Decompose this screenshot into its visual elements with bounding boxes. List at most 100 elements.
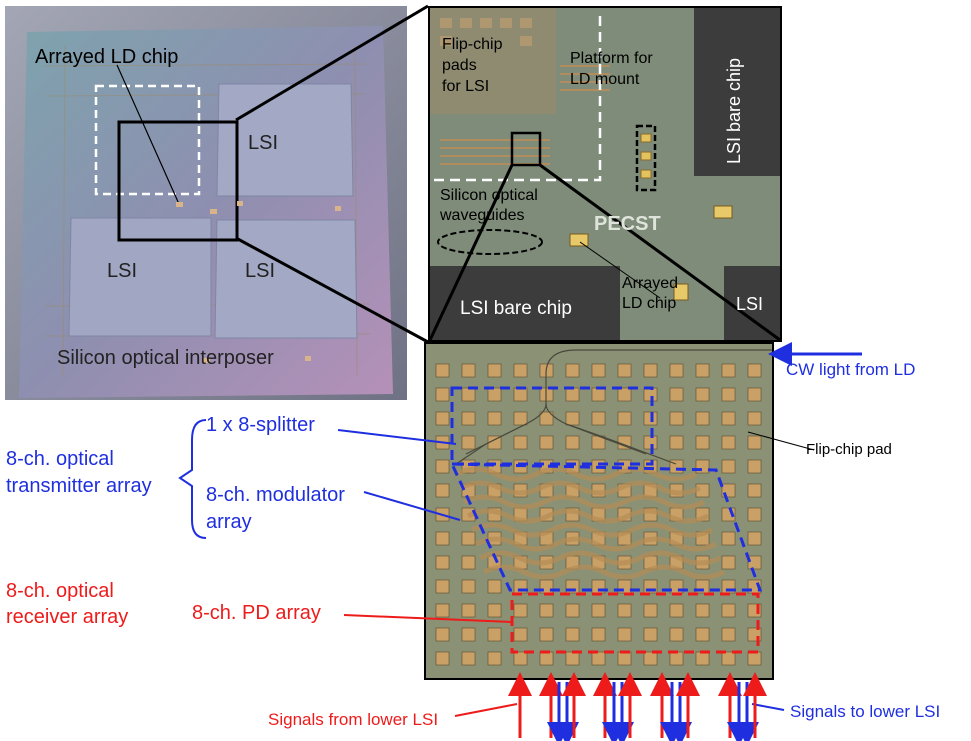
- pd-array-leader: [343, 614, 513, 623]
- flip-chip-pad: [565, 627, 580, 642]
- flip-chip-pad: [539, 603, 554, 618]
- flip-chip-pad: [721, 531, 736, 546]
- label-flip-chip-pads: Flip-chip pads for LSI: [442, 36, 503, 95]
- flip-chip-pad: [539, 627, 554, 642]
- modulator-bands: [454, 466, 726, 580]
- splitter-tree: [455, 349, 772, 465]
- flip-chip-pad: [643, 363, 658, 378]
- flip-chip-pad: [695, 603, 710, 618]
- transmitter-brace: [178, 419, 207, 539]
- white-dashed-boundary: [434, 10, 602, 182]
- flip-chip-pad-leader: [747, 431, 815, 451]
- flip-chip-pad: [513, 363, 528, 378]
- flip-chip-pad: [643, 603, 658, 618]
- arrayed-ld-chip-3: [673, 283, 689, 301]
- flip-chip-pad: [591, 651, 606, 666]
- flip-chip-pad: [669, 627, 684, 642]
- zoom-box-photo: [117, 120, 239, 242]
- flip-chip-pad: [591, 411, 606, 426]
- detail-panel-drawing: [426, 344, 772, 678]
- flip-chip-pad: [513, 435, 528, 450]
- modulator-dashed-region: [449, 462, 763, 592]
- flip-chip-pad: [695, 363, 710, 378]
- flip-chip-pad: [461, 435, 476, 450]
- label-lsi-bare-chip-bottom: LSI bare chip: [460, 298, 572, 319]
- label-signals-to: Signals to lower LSI: [790, 702, 941, 721]
- arrayed-ld-chip-1: [569, 233, 589, 247]
- label-silicon-optical-interposer: Silicon optical interposer: [57, 347, 274, 369]
- signals-to-leader: [751, 703, 785, 711]
- flip-chip-pad: [461, 531, 476, 546]
- flip-chip-pad: [513, 651, 528, 666]
- modulator-arm: [458, 480, 702, 496]
- white-dashed-region: [94, 84, 201, 196]
- flip-chip-pad: [747, 363, 762, 378]
- label-cw-light: CW light from LD: [786, 360, 916, 379]
- flip-chip-pad: [721, 435, 736, 450]
- label-signals-from: Signals from lower LSI: [268, 710, 439, 729]
- flip-chip-pad: [461, 627, 476, 642]
- pd-array-dashed-box: [510, 592, 760, 654]
- flip-chip-pad: [487, 651, 502, 666]
- flip-chip-pad: [695, 411, 710, 426]
- flip-chip-pad: [435, 483, 450, 498]
- flip-chip-pad: [565, 411, 580, 426]
- flip-chip-pad: [617, 627, 632, 642]
- label-lsi-bottom-right: LSI: [245, 260, 276, 282]
- zoom-connector-bottom: [235, 236, 429, 344]
- flip-chip-pad: [617, 387, 632, 402]
- zoom-panel-drawing: PECST: [430, 8, 780, 340]
- flip-chip-pad: [435, 531, 450, 546]
- flip-chip-pad: [747, 435, 762, 450]
- flip-chip-pad: [747, 555, 762, 570]
- flip-chip-pad: [747, 507, 762, 522]
- zoom-connector-top: [235, 4, 429, 122]
- splitter-dashed-box: [450, 386, 654, 466]
- flip-chip-pad: [487, 411, 502, 426]
- flip-chip-pad: [747, 387, 762, 402]
- flip-chip-pad: [513, 603, 528, 618]
- flip-chip-pad: [435, 627, 450, 642]
- zoom-panel: PECST Flip-chip pads for LSI Platform fo…: [428, 6, 782, 342]
- flip-chip-pad: [461, 579, 476, 594]
- label-lsi-bottom-left: LSI: [107, 260, 138, 282]
- label-pd-array: 8-ch. PD array: [192, 602, 321, 624]
- flip-chip-pad: [669, 603, 684, 618]
- label-modulator: 8-ch. modulator array: [206, 484, 345, 533]
- flip-chip-pad: [539, 435, 554, 450]
- label-splitter: 1 x 8-splitter: [206, 414, 315, 436]
- flip-chip-pad: [721, 363, 736, 378]
- flip-chip-pad: [487, 627, 502, 642]
- modulator-arm: [470, 522, 714, 538]
- flip-chip-pad: [539, 411, 554, 426]
- flip-chip-pad: [721, 603, 736, 618]
- flip-chip-pad: [669, 411, 684, 426]
- label-lsi-top-right: LSI: [248, 132, 279, 154]
- flip-chip-pad: [617, 411, 632, 426]
- modulator-arm: [478, 550, 722, 566]
- label-silicon-optical-waveguides: Silicon optical waveguides: [440, 187, 538, 224]
- lsi-chip-bottom-left: [68, 217, 212, 337]
- ld-mount-platform-box: [635, 124, 657, 192]
- signals-from-leader: [454, 703, 518, 717]
- arrayed-ld-chip-2: [713, 205, 733, 219]
- flip-chip-pad: [617, 603, 632, 618]
- pecst-logo: PECST: [594, 213, 661, 235]
- label-tx-array: 8-ch. optical transmitter array: [6, 448, 152, 497]
- label-platform-ld-mount: Platform for LD mount: [570, 50, 653, 88]
- interposer-photo-drawing: [5, 6, 407, 400]
- flip-chip-pad: [487, 387, 502, 402]
- flip-chip-pad: [461, 411, 476, 426]
- lsi-chip-bottom-right: [214, 219, 358, 339]
- flip-chip-pad: [435, 363, 450, 378]
- modulator-leader: [363, 491, 461, 521]
- flip-chip-pad: [487, 363, 502, 378]
- detail-connector-left: [430, 164, 514, 340]
- flip-chip-pad: [747, 483, 762, 498]
- flip-chip-pad: [591, 363, 606, 378]
- flip-chip-pad: [695, 627, 710, 642]
- flip-chip-pad: [721, 387, 736, 402]
- flip-chip-pad: [617, 363, 632, 378]
- label-lsi-corner: LSI: [736, 294, 764, 314]
